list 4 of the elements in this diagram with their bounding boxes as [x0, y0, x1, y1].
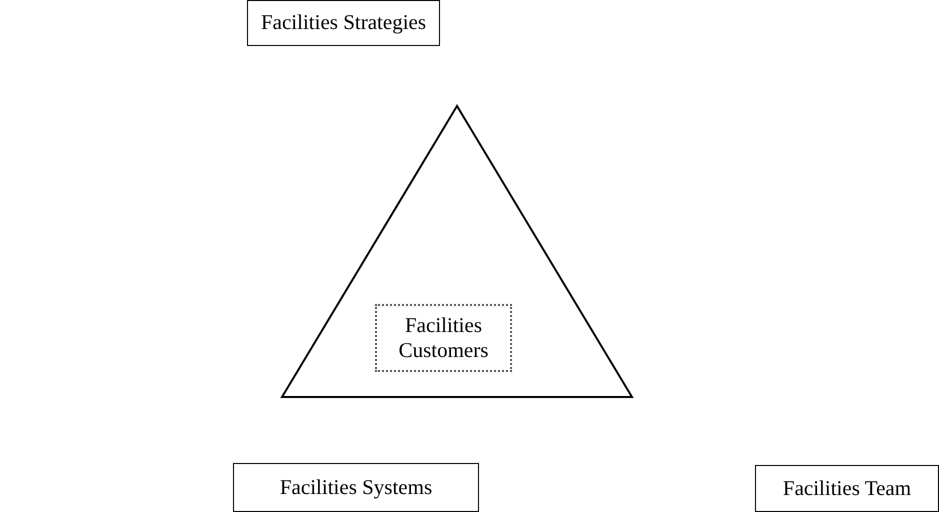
label-box: Facilities Systems: [233, 463, 479, 512]
label-box: Facilities Strategies: [247, 0, 440, 46]
dotted-label-box: Facilities Customers: [375, 304, 512, 372]
label-box: Facilities Team: [755, 465, 939, 512]
